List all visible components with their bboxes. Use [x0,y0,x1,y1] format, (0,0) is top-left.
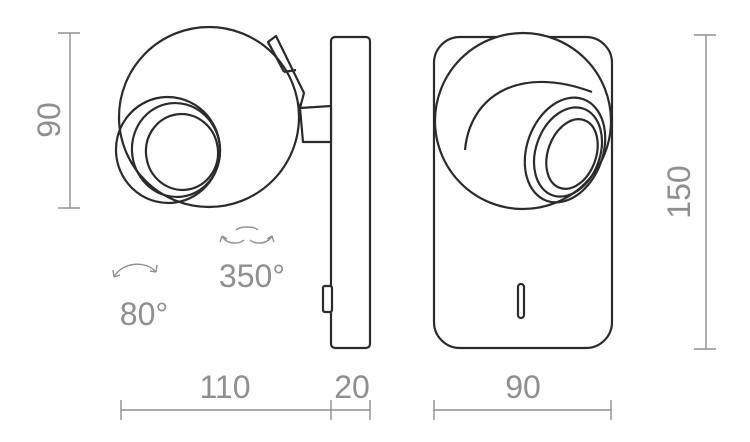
side-view [114,25,372,350]
rotation-350-icon [219,226,275,244]
side-lens-inner [144,112,220,192]
dim-height-right: 150 [661,165,697,218]
front-switch [516,282,526,320]
side-switch [321,284,334,314]
side-arm [298,104,333,144]
front-lens-mid [532,106,604,198]
front-lens-inner [545,118,599,190]
dim-depth: 20 [334,369,370,405]
front-head-sphere [433,31,613,211]
front-lens-outer [523,96,607,204]
rotation-horizontal-label: 350° [219,258,285,294]
dimension-lines [58,32,716,420]
dim-height-left: 90 [31,102,67,138]
front-view [432,31,614,350]
side-wall-plate [329,35,372,350]
tilt-80-icon [112,263,158,278]
rotation-tilt-label: 80° [120,296,168,332]
dim-width-front: 90 [505,369,541,405]
dim-width-side: 110 [199,369,250,405]
side-lens-mid [130,101,222,199]
front-head-shading [463,80,593,151]
side-bracket-front [267,41,297,74]
